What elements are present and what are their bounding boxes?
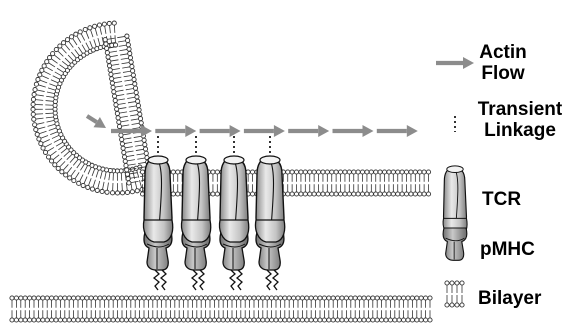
tcr-icon <box>443 166 467 237</box>
actin-flow-arrow <box>288 125 329 137</box>
actin-flow-arrow <box>200 125 241 137</box>
pmhc-icon <box>443 228 467 260</box>
tcr-icon <box>143 156 172 242</box>
transient-linkages <box>158 136 270 158</box>
tcr-pmhc-pair <box>143 156 172 290</box>
bilayer-icon <box>445 281 464 307</box>
tcr-pmhc-complexes <box>143 156 284 290</box>
arrow-icon <box>436 57 474 69</box>
actin-flow-arrow <box>244 125 285 137</box>
supported-bilayer <box>10 296 432 322</box>
legend-icons <box>436 57 474 307</box>
tcr-icon <box>181 156 210 242</box>
actin-flow-arrow <box>333 125 374 137</box>
tcr-pmhc-pair <box>255 156 284 290</box>
actin-flow-arrow <box>377 125 418 137</box>
tcr-icon <box>219 156 248 242</box>
tcr-pmhc-pair <box>219 156 248 290</box>
actin-entry-arrow <box>87 116 106 128</box>
actin-flow-arrow <box>155 125 196 137</box>
tcr-icon <box>255 156 284 242</box>
tcr-pmhc-pair <box>181 156 210 290</box>
